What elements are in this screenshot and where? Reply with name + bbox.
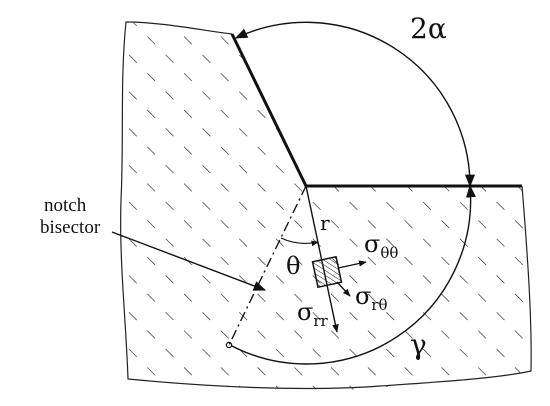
theta-arc: [280, 237, 319, 247]
gamma-arc: [229, 184, 476, 365]
sigma-rr-label: σrr: [297, 298, 329, 330]
theta-label: θ: [286, 252, 300, 280]
sigma-theta-theta-arrow: [337, 260, 367, 269]
sigma-r-theta-subscript: rθ: [371, 296, 387, 314]
sigma-r-theta-symbol: σ: [355, 282, 371, 310]
sigma-r-theta-label: σrθ: [355, 282, 388, 314]
stress-element: [311, 255, 343, 289]
bisector-label: bisector: [40, 217, 101, 238]
notch-bisector-leader: [111, 231, 267, 291]
body-outline: [120, 21, 532, 390]
sigma-theta-theta-symbol: σ: [364, 230, 380, 258]
r-label: r: [320, 211, 330, 235]
gamma-label: γ: [410, 328, 427, 361]
opening-angle-arc: [234, 21, 476, 188]
sigma-r-theta-arrow: [336, 281, 351, 297]
notched-body: [121, 22, 532, 390]
radial-line-r: [305, 185, 339, 333]
sigma-theta-theta-subscript: θθ: [380, 244, 398, 262]
sigma-rr-subscript: rr: [313, 312, 328, 330]
notch-bisector-line: [228, 185, 307, 346]
notch-label: notch: [44, 195, 87, 216]
sigma-rr-symbol: σ: [297, 298, 313, 326]
angle-2alpha-label: 2α: [410, 12, 447, 45]
sigma-theta-theta-label: σθθ: [364, 230, 398, 262]
